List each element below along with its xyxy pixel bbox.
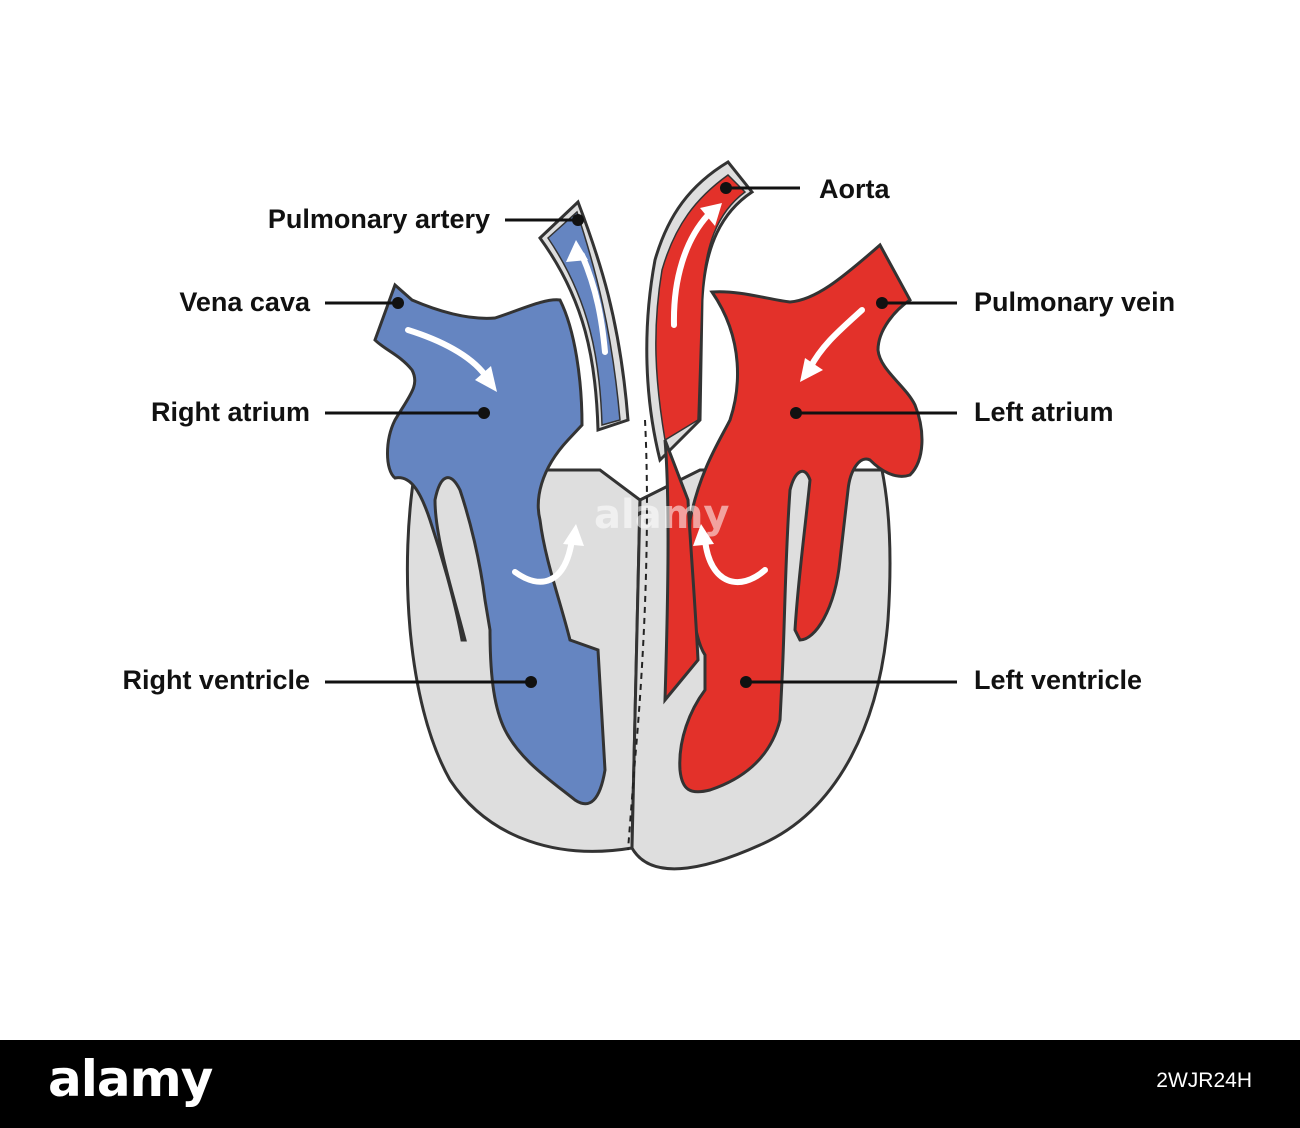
arrowhead-pulmonary-vein bbox=[800, 358, 823, 382]
label-pulmonary-vein: Pulmonary vein bbox=[974, 287, 1176, 317]
arrowhead-right-ventricle bbox=[563, 524, 584, 546]
leader-lines bbox=[325, 186, 957, 684]
footer-bar: alamy 2WJR24H bbox=[0, 1040, 1300, 1128]
dot-vena-cava bbox=[392, 297, 404, 309]
arrow-vena-cava bbox=[405, 327, 488, 378]
arrowhead-pulmonary-artery bbox=[566, 240, 588, 262]
arrow-left-ventricle bbox=[702, 537, 768, 586]
septum-line bbox=[627, 419, 648, 851]
label-left-ventricle: Left ventricle bbox=[974, 665, 1143, 695]
arrow-pulmonary-vein bbox=[807, 307, 865, 371]
arrowhead-vena-cava bbox=[475, 366, 497, 392]
dot-right-atrium bbox=[478, 407, 490, 419]
label-right-atrium: Right atrium bbox=[151, 397, 310, 427]
footer-image-id: 2WJR24H bbox=[1156, 1069, 1252, 1092]
label-right-ventricle: Right ventricle bbox=[122, 665, 310, 695]
arrowhead-aorta bbox=[700, 203, 722, 226]
heart-diagram bbox=[325, 160, 957, 871]
dot-aorta bbox=[720, 182, 732, 194]
footer-logo: alamy bbox=[48, 1050, 213, 1108]
left-ventricle-inner-wall bbox=[663, 439, 700, 705]
aorta-lumen bbox=[655, 174, 747, 442]
pulmonary-artery-lumen bbox=[547, 210, 621, 426]
arrow-pulmonary-artery bbox=[579, 252, 608, 355]
arrowhead-left-ventricle bbox=[693, 524, 714, 546]
dot-pulmonary-vein bbox=[876, 297, 888, 309]
dot-right-ventricle bbox=[525, 676, 537, 688]
label-left-atrium: Left atrium bbox=[974, 397, 1114, 427]
watermark: alamy bbox=[594, 492, 730, 538]
arrow-right-ventricle bbox=[512, 537, 575, 585]
arrow-aorta bbox=[670, 212, 711, 328]
flow-arrowheads bbox=[475, 203, 823, 546]
flow-arrows bbox=[405, 212, 865, 586]
dot-left-ventricle bbox=[740, 676, 752, 688]
dot-left-atrium bbox=[790, 407, 802, 419]
label-pulmonary-artery: Pulmonary artery bbox=[267, 204, 490, 234]
left-atrium-shape bbox=[678, 242, 924, 794]
label-aorta: Aorta bbox=[819, 174, 890, 204]
leader-dots bbox=[392, 182, 888, 688]
dot-pulmonary-artery bbox=[572, 214, 584, 226]
label-vena-cava: Vena cava bbox=[179, 287, 310, 317]
right-atrium-shape bbox=[373, 282, 607, 806]
